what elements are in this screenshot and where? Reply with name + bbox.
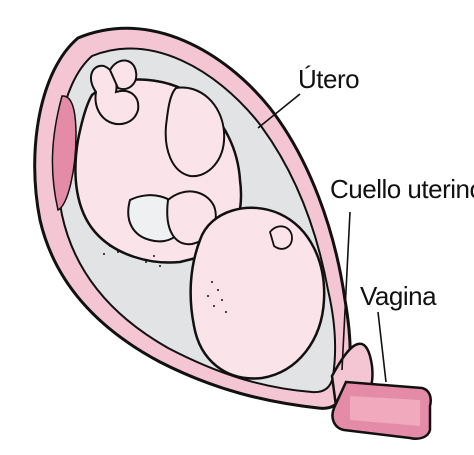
label-vagina: Vagina (360, 283, 436, 309)
fetus-ear (270, 226, 292, 248)
label-cervix: Cuello uterino (330, 176, 474, 202)
label-uterus: Útero (298, 66, 359, 92)
fetus-head (191, 208, 325, 379)
leader-vagina (378, 312, 386, 382)
